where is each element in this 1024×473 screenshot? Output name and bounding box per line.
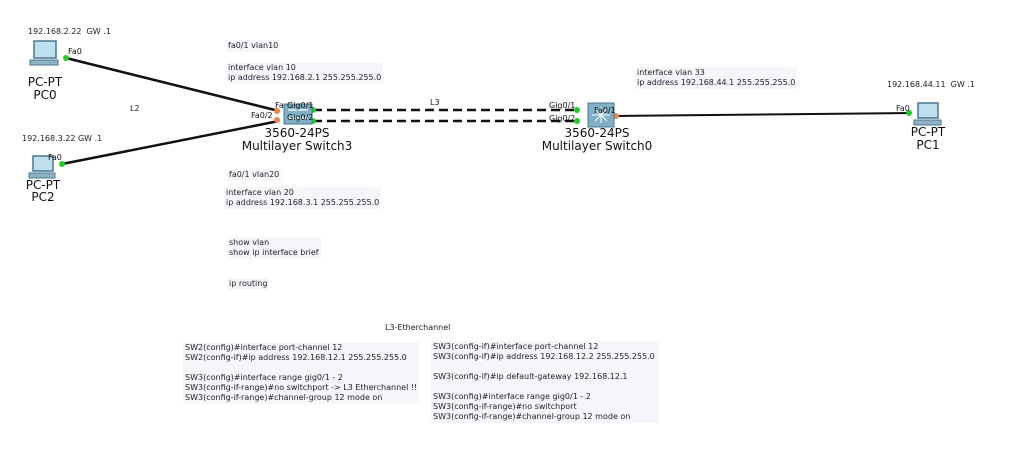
link-switch0-pc1: [615, 112, 911, 117]
l2-label: L2: [130, 104, 140, 113]
pc0-ip-note: 192.168.2.22 GW .1: [28, 27, 111, 36]
etherchannel-label: L3-Etherchannel: [385, 323, 451, 332]
note-vlan33-config: interface vlan 33 ip address 192.168.44.…: [635, 67, 798, 89]
switch0-model: 3560-24PS: [564, 126, 630, 140]
switch3-port-fa02: Fa0/2: [251, 111, 273, 120]
pc0-port-label: Fa0: [68, 47, 82, 56]
pc1-icon[interactable]: [913, 102, 942, 126]
pc0-icon[interactable]: [29, 40, 59, 66]
switch3-port-gig01: Gig0/1: [287, 101, 314, 110]
port-status-up: [574, 118, 580, 124]
multilayer-switch0-icon[interactable]: [587, 102, 615, 128]
switch0-port-gig01: Gig0/1: [549, 101, 576, 110]
pc2-icon[interactable]: [28, 155, 56, 179]
switch3-name: Multilayer Switch3: [241, 139, 353, 153]
switch0-port-gig02: Gig0/2: [549, 114, 576, 123]
note-sw3-etherchannel-config: SW3(config-if)#interface port-channel 12…: [431, 341, 659, 423]
port-status-up: [574, 107, 580, 113]
port-status-up: [906, 110, 912, 116]
switch0-name: Multilayer Switch0: [541, 139, 653, 153]
link-pc2-switch3: [61, 119, 280, 166]
note-vlan20-config: interface vlan 20 ip address 192.168.3.1…: [224, 187, 382, 209]
pc1-name: PC1: [916, 138, 940, 152]
multilayer-switch3-icon[interactable]: [283, 103, 313, 125]
pc0-model: PC-PT: [27, 75, 63, 89]
link-pc0-switch3: [65, 56, 280, 113]
pc2-model: PC-PT: [25, 178, 61, 192]
switch3-model: 3560-24PS: [264, 126, 330, 140]
note-vlan10-config: interface vlan 10 ip address 192.168.2.1…: [226, 62, 384, 84]
switch3-port-fa: Fa: [275, 101, 284, 110]
pc0-name: PC0: [33, 88, 57, 102]
pc1-port-label: Fa0: [896, 104, 910, 113]
port-status-up: [63, 55, 69, 61]
note-sw2-etherchannel-config: SW2(config)#interface port-channel 12 SW…: [183, 342, 420, 404]
note-vlan20-port: fa0/1 vlan20: [227, 169, 282, 181]
note-ip-routing: ip routing: [227, 278, 270, 290]
l3-label: L3: [430, 98, 440, 107]
pc2-ip-note: 192.168.3.22 GW .1: [22, 134, 103, 143]
switch0-port-fa01: Fa0/1: [594, 106, 616, 115]
pc1-model: PC-PT: [910, 125, 946, 139]
pc2-port-label: Fa0: [48, 153, 62, 162]
switch3-port-gig02: Gig0/2: [287, 113, 314, 122]
port-status-pending: [274, 117, 280, 123]
port-status-up: [59, 161, 65, 167]
port-status-pending: [274, 108, 280, 114]
pc2-name: PC2: [31, 190, 55, 204]
note-vlan10-port: fa0/1 vlan10: [226, 40, 281, 52]
note-show-commands: show vlan show ip interface brief: [227, 237, 321, 259]
pc1-ip-note: 192.168.44.11 GW .1: [887, 80, 975, 89]
